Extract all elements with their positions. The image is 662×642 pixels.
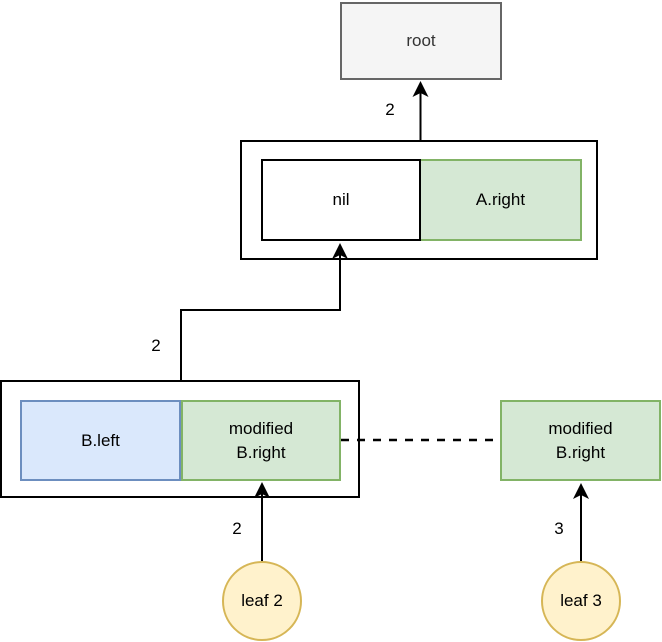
arrowhead-leaf3 — [573, 483, 589, 499]
node-root: root — [340, 2, 502, 80]
edge-label-leaf3-to-modified: 3 — [554, 519, 564, 538]
arrowhead-parent-to-root — [412, 81, 429, 97]
node-root-label: root — [406, 31, 436, 50]
edge-left-to-parent — [180, 243, 348, 381]
node-a-right-label: A.right — [475, 190, 526, 209]
node-modified-b-right-right: modified B.right — [500, 400, 661, 481]
node-modified-b-right-left: modified B.right — [181, 400, 341, 481]
node-a-right-cell: A.right — [419, 159, 582, 241]
node-modified-b-right-right-label: modified B.right — [548, 418, 613, 462]
edge-label-left-to-parent: 2 — [151, 336, 161, 355]
node-leaf-2: leaf 2 — [222, 561, 302, 641]
node-b-left-cell: B.left — [20, 400, 181, 481]
edge-leaf3-to-modified — [573, 483, 589, 561]
node-leaf-2-label: leaf 2 — [241, 591, 283, 610]
edge-label-leaf2-to-modified: 2 — [232, 519, 242, 538]
edge-label-parent-to-root: 2 — [385, 100, 395, 119]
node-modified-b-right-left-label: modified B.right — [228, 418, 294, 462]
edge-parent-to-root — [412, 81, 429, 141]
node-leaf-3-label: leaf 3 — [560, 591, 602, 610]
node-b-left-label: B.left — [81, 430, 120, 450]
node-nil-label: nil — [332, 190, 350, 209]
node-leaf-3: leaf 3 — [541, 561, 621, 641]
node-nil-cell: nil — [261, 159, 421, 241]
